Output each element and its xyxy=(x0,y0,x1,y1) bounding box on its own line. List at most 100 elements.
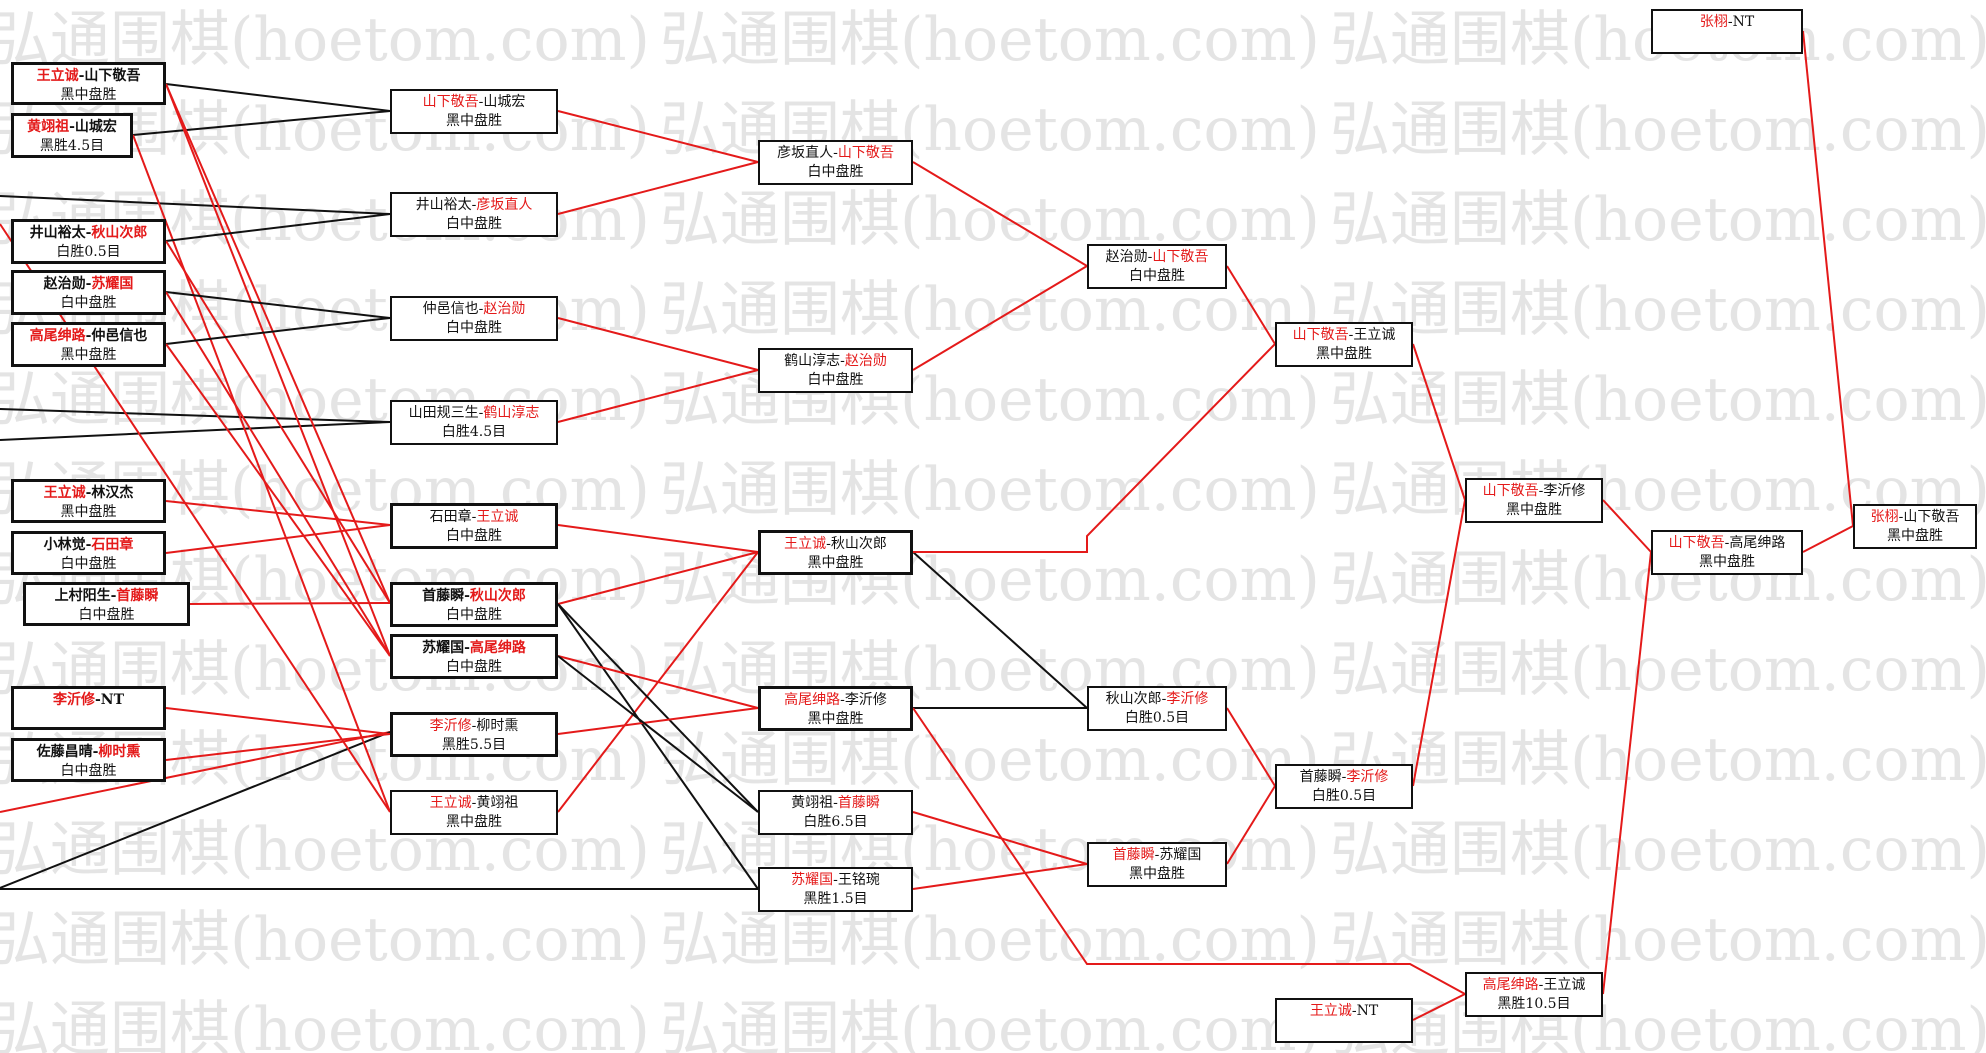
player-name: 王铭琬 xyxy=(837,872,880,888)
connector-line xyxy=(557,524,759,553)
player-separator: - xyxy=(464,640,470,656)
match-players: 苏耀国-王铭琬 xyxy=(760,871,911,890)
player-separator: - xyxy=(833,872,838,888)
player-name: 王立诚 xyxy=(429,795,472,811)
connector-line xyxy=(0,195,391,215)
player-name: NT xyxy=(100,692,125,708)
player-name: 黄翊祖 xyxy=(476,795,519,811)
connector-line xyxy=(912,707,1466,995)
player-name: 上村阳生 xyxy=(54,588,111,604)
player-name: 李沂修 xyxy=(1166,691,1209,707)
connector-line xyxy=(912,811,1088,865)
match-result: 黑中盘胜 xyxy=(1129,866,1185,882)
player-separator: - xyxy=(1724,535,1730,551)
connector-line xyxy=(132,110,391,136)
connector-line xyxy=(557,655,759,813)
player-name: 高尾绅路 xyxy=(469,640,526,656)
player-name: 苏耀国 xyxy=(791,872,834,888)
connector-line xyxy=(165,291,391,657)
connector-line xyxy=(557,110,759,163)
connector-line xyxy=(165,733,391,761)
match-box: 高尾绅路-仲邑信也黑中盘胜 xyxy=(11,322,166,367)
player-name: 山田规三生 xyxy=(408,405,479,421)
connector-line xyxy=(165,291,391,319)
match-players: 王立诚-黄翊祖 xyxy=(392,794,556,813)
connector-line xyxy=(557,655,759,709)
match-players: 山下敬吾-李沂修 xyxy=(1467,482,1601,501)
player-name: 李沂修 xyxy=(844,692,887,708)
player-name: 黄翊祖 xyxy=(27,119,70,135)
match-result: 黑中盘胜 xyxy=(807,555,864,571)
player-name: 小林觉 xyxy=(43,537,86,553)
match-result: 黑中盘胜 xyxy=(446,814,502,830)
connector-line xyxy=(132,134,391,813)
match-players: 首藤瞬-李沂修 xyxy=(1277,768,1411,787)
player-name: 山城宏 xyxy=(74,119,117,135)
player-separator: - xyxy=(1727,14,1733,30)
match-box: 王立诚-黄翊祖黑中盘胜 xyxy=(390,790,558,835)
match-players: 高尾绅路-仲邑信也 xyxy=(14,327,163,346)
player-name: 苏耀国 xyxy=(91,276,134,292)
match-result: 白胜6.5目 xyxy=(803,814,868,830)
connector-line xyxy=(165,83,391,604)
player-name: 赵治勋 xyxy=(1105,249,1148,265)
player-separator: - xyxy=(471,197,477,213)
match-box: 黄翊祖-山城宏黑胜4.5目 xyxy=(11,113,133,158)
player-name: 张栩 xyxy=(1870,509,1899,525)
match-result: 白胜0.5目 xyxy=(1311,788,1377,804)
match-players: 山下敬吾-王立诚 xyxy=(1277,326,1411,345)
player-name: NT xyxy=(1732,14,1755,30)
match-box: 首藤瞬-苏耀国黑中盘胜 xyxy=(1087,842,1227,887)
match-box: 上村阳生-首藤瞬白中盘胜 xyxy=(23,582,190,626)
match-result: 黑胜1.5目 xyxy=(803,891,868,907)
player-name: 高尾绅路 xyxy=(1729,535,1786,551)
connector-line xyxy=(557,707,759,735)
connector-line xyxy=(165,500,391,526)
player-name: 首藤瞬 xyxy=(1299,769,1342,785)
player-name: 秋山次郎 xyxy=(91,225,148,241)
player-name: 赵治勋 xyxy=(43,276,86,292)
player-name: 李沂修 xyxy=(52,692,95,708)
player-name: 高尾绅路 xyxy=(29,328,86,344)
match-players: 赵治勋-苏耀国 xyxy=(14,275,163,294)
player-name: 石田章 xyxy=(429,509,472,525)
connector-line xyxy=(557,603,759,813)
player-separator: - xyxy=(78,68,85,84)
connector-line xyxy=(557,317,759,371)
player-name: 彦坂直人 xyxy=(476,197,533,213)
match-box: 仲邑信也-赵治勋白中盘胜 xyxy=(390,296,558,341)
match-result: 白中盘胜 xyxy=(60,763,117,779)
match-box: 佐藤昌晴-柳时熏白中盘胜 xyxy=(11,738,166,782)
connector-line xyxy=(557,551,759,605)
player-name: 苏耀国 xyxy=(422,640,465,656)
connector-line xyxy=(165,524,391,554)
player-separator: - xyxy=(840,353,845,369)
match-result: 白中盘胜 xyxy=(446,320,502,336)
player-name: 首藤瞬 xyxy=(1112,847,1155,863)
connector-line xyxy=(557,603,759,890)
player-name: 王立诚 xyxy=(1309,1003,1352,1019)
player-separator: - xyxy=(85,537,92,553)
match-box: 井山裕太-彦坂直人白中盘胜 xyxy=(390,192,558,237)
player-separator: - xyxy=(826,536,831,552)
match-result: 白中盘胜 xyxy=(807,372,864,388)
match-result: 黑中盘胜 xyxy=(807,711,864,727)
player-name: 赵治勋 xyxy=(844,353,887,369)
match-box: 山田规三生-鹤山淳志白胜4.5目 xyxy=(390,400,558,445)
player-name: 山下敬吾 xyxy=(1668,535,1725,551)
connector-line xyxy=(912,863,1088,890)
match-result: 黑中盘胜 xyxy=(1887,528,1943,544)
player-separator: - xyxy=(471,509,477,525)
connector-line xyxy=(189,602,391,605)
player-name: 石田章 xyxy=(91,537,134,553)
player-separator: - xyxy=(1898,509,1904,525)
match-players: 王立诚-NT xyxy=(1277,1002,1411,1021)
player-separator: - xyxy=(85,328,92,344)
connector-line xyxy=(912,551,1088,709)
match-players: 黄翊祖-山城宏 xyxy=(14,118,130,137)
match-result: 白中盘胜 xyxy=(446,216,502,232)
match-box: 山下敬吾-王立诚黑中盘胜 xyxy=(1275,322,1413,367)
match-result: 黑胜5.5目 xyxy=(441,737,507,753)
connector-line xyxy=(165,83,391,657)
match-box: 王立诚-林汉杰黑中盘胜 xyxy=(11,479,166,523)
